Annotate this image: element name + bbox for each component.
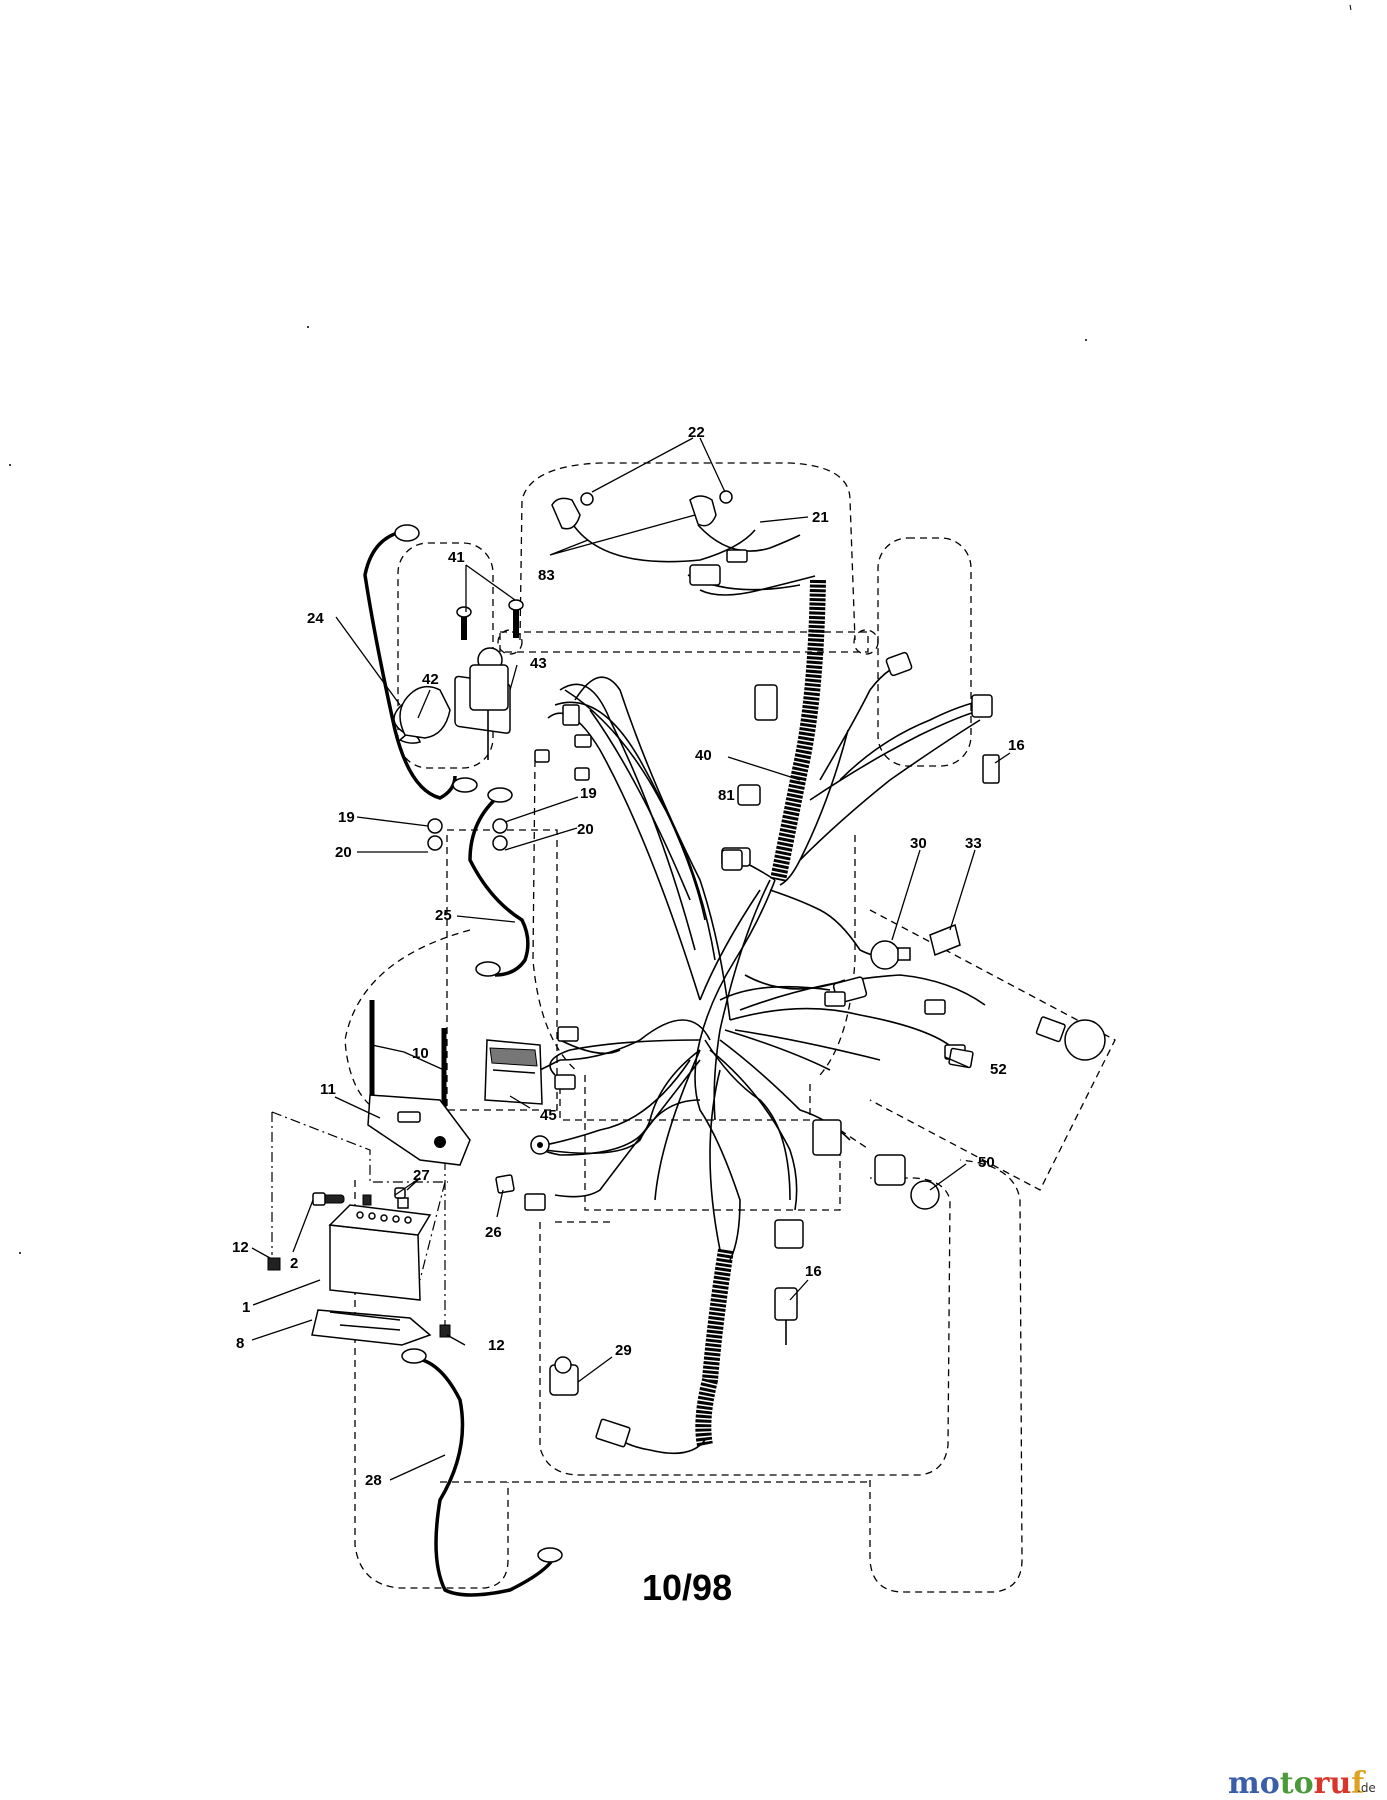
seat-outline — [344, 929, 471, 1121]
callout-43: 43 — [530, 655, 547, 672]
main-wire-loom — [695, 579, 826, 1447]
callout-19-left: 19 — [338, 809, 355, 826]
rear-right-wheel-outline — [869, 1159, 1023, 1593]
callout-16-upper: 16 — [1008, 737, 1025, 754]
callout-40: 40 — [695, 747, 712, 764]
callout-12-right: 12 — [488, 1337, 505, 1354]
callout-1: 1 — [242, 1299, 250, 1316]
switches-and-sensors — [495, 754, 1106, 1448]
harness-wires — [538, 664, 986, 1455]
boot-cover — [399, 685, 451, 739]
callout-52: 52 — [990, 1061, 1007, 1078]
body-outline — [532, 759, 856, 1076]
hood-outline — [519, 462, 856, 641]
watermark-brand-4: f — [1351, 1766, 1366, 1800]
callout-41: 41 — [448, 549, 465, 566]
battery-cables — [363, 524, 563, 1597]
svg-text:motoruf: motoruf — [1228, 1766, 1366, 1800]
leader-lines — [251, 437, 1011, 1481]
callout-42: 42 — [422, 671, 439, 688]
callout-16-lower: 16 — [805, 1263, 822, 1280]
watermark-brand-1: mo — [1228, 1766, 1280, 1800]
battery-assembly — [267, 1000, 471, 1346]
callout-27: 27 — [413, 1167, 430, 1184]
date-code: 10/98 — [642, 1567, 732, 1608]
callout-25: 25 — [435, 907, 452, 924]
tractor-outline — [271, 462, 1116, 1593]
callout-20-right: 20 — [577, 821, 594, 838]
watermark-suffix: .de — [1357, 1781, 1376, 1795]
rear-deck-outline — [539, 1177, 951, 1476]
callout-22: 22 — [688, 424, 705, 441]
callout-8: 8 — [236, 1335, 244, 1352]
callout-81: 81 — [718, 787, 735, 804]
console-outline — [869, 909, 1116, 1191]
callout-28: 28 — [365, 1472, 382, 1489]
front-axle-outline — [499, 631, 869, 653]
watermark-brand-3: ru — [1314, 1766, 1352, 1800]
callout-50: 50 — [978, 1154, 995, 1171]
callout-29: 29 — [615, 1342, 632, 1359]
instruction-decal — [484, 1039, 543, 1105]
watermark-brand-2: to — [1280, 1766, 1314, 1800]
watermark-logo: motoruf .de — [1228, 1766, 1376, 1800]
rear-left-wheel-outline — [354, 1180, 509, 1589]
callout-45: 45 — [540, 1107, 557, 1124]
scan-marks — [9, 4, 1352, 1254]
callout-30: 30 — [910, 835, 927, 852]
callout-21: 21 — [812, 509, 829, 526]
callout-19-right: 19 — [580, 785, 597, 802]
callout-20-left: 20 — [335, 844, 352, 861]
front-left-wheel-outline — [397, 542, 494, 769]
callout-10: 10 — [412, 1045, 429, 1062]
callout-12-left: 12 — [232, 1239, 249, 1256]
callout-83: 83 — [538, 567, 555, 584]
front-right-wheel-outline — [877, 537, 972, 767]
headlight-harness — [551, 490, 816, 596]
callout-24: 24 — [307, 610, 324, 627]
battery-guide-lines — [271, 1060, 448, 1330]
callout-11: 11 — [320, 1081, 336, 1098]
callout-33: 33 — [965, 835, 982, 852]
callout-2: 2 — [290, 1255, 298, 1272]
harness-connectors — [530, 651, 993, 1249]
callout-26: 26 — [485, 1224, 502, 1241]
callout-labels: 22 21 83 41 24 43 42 40 16 81 19 19 20 2… — [232, 424, 1025, 1489]
